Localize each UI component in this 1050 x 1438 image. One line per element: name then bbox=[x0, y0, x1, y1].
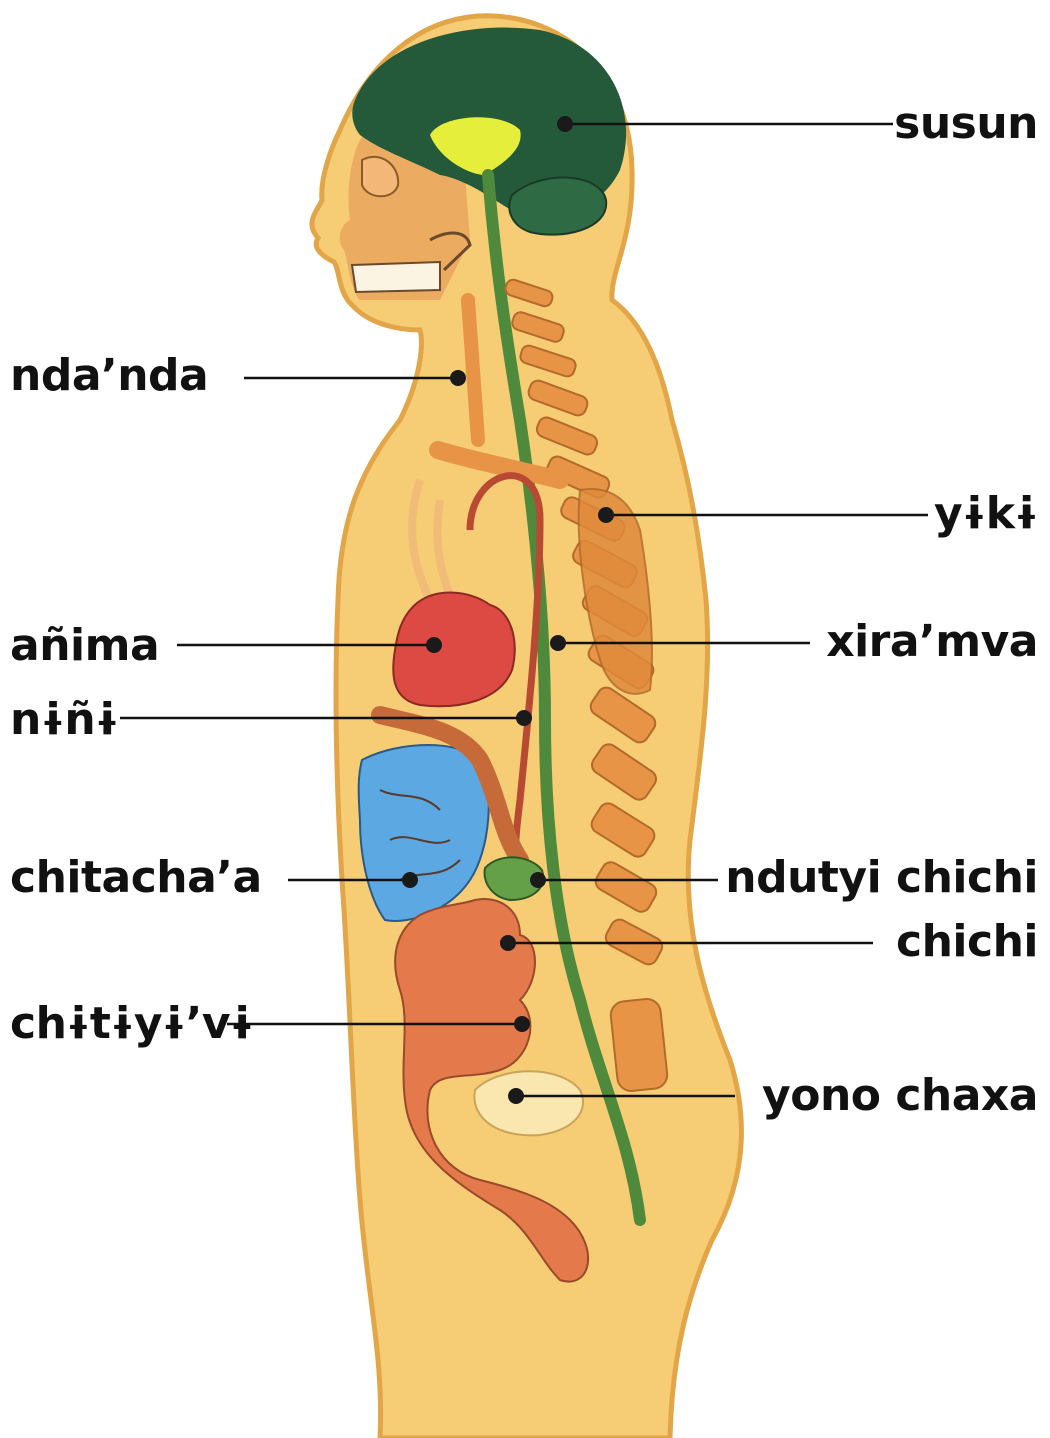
label-brain: susun bbox=[894, 102, 1038, 146]
bladder bbox=[474, 1071, 583, 1135]
label-lung: yɨkɨ bbox=[934, 492, 1038, 536]
label-bladder: yono chaxa bbox=[762, 1074, 1038, 1118]
label-liver: chitacha’a bbox=[10, 856, 262, 900]
label-aorta: nɨñɨ bbox=[10, 698, 119, 742]
heart bbox=[393, 593, 515, 707]
label-heart: añima bbox=[10, 624, 159, 668]
neck-vertebrae bbox=[468, 300, 478, 440]
label-diaphragm: xira’mva bbox=[826, 620, 1038, 664]
teeth bbox=[352, 262, 440, 292]
label-stomach: chichi bbox=[896, 920, 1038, 964]
label-intestine: chɨtɨyɨ’vɨ bbox=[10, 1002, 254, 1046]
cerebellum bbox=[509, 178, 606, 235]
label-gallbladder: ndutyi chichi bbox=[725, 856, 1038, 900]
label-spinal-cord: nda’nda bbox=[10, 354, 208, 398]
